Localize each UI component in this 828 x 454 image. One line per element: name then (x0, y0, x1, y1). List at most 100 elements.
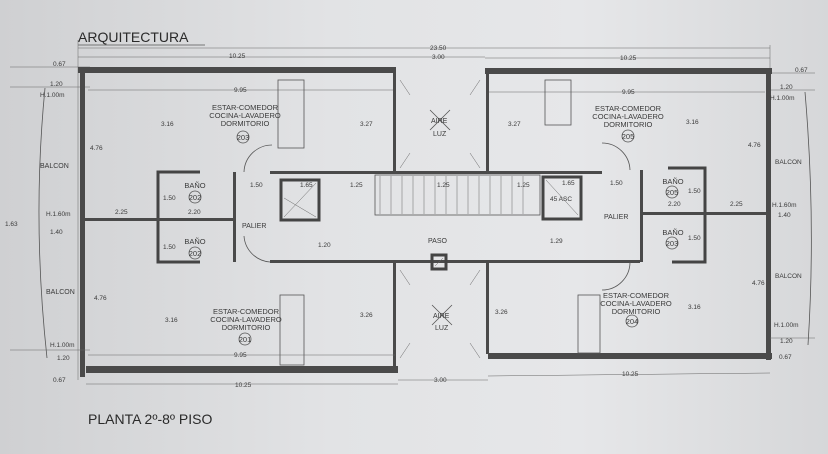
svg-text:3.26: 3.26 (360, 312, 373, 319)
svg-text:4.76: 4.76 (752, 280, 765, 287)
svg-text:COCINA-LAVADERO: COCINA-LAVADERO (600, 299, 672, 308)
svg-text:201: 201 (239, 335, 252, 344)
svg-text:205: 205 (666, 188, 679, 197)
svg-text:203: 203 (666, 239, 679, 248)
duct-shaft (430, 253, 448, 271)
svg-text:4.76: 4.76 (94, 295, 107, 302)
svg-text:H.1.00m: H.1.00m (770, 95, 795, 102)
svg-text:9.95: 9.95 (622, 89, 635, 96)
svg-text:10.25: 10.25 (620, 55, 637, 62)
svg-text:H.1.00m: H.1.00m (40, 92, 65, 99)
balcony-rail-right (804, 91, 812, 346)
svg-text:BAÑO: BAÑO (184, 181, 205, 190)
light-well-label: AIRE (433, 313, 450, 320)
svg-text:4.76: 4.76 (90, 145, 103, 152)
svg-text:0.67: 0.67 (53, 377, 66, 384)
svg-text:202: 202 (189, 193, 202, 202)
svg-text:3.26: 3.26 (495, 309, 508, 316)
svg-text:1.29: 1.29 (550, 238, 563, 245)
bathroom-202-top: BAÑO 202 (184, 181, 206, 204)
balcon-label: BALCON (46, 289, 75, 296)
bathroom-203: BAÑO 203 (662, 228, 684, 250)
svg-text:3.27: 3.27 (508, 121, 521, 128)
bathroom-205: BAÑO 205 (662, 177, 684, 199)
elevator-left (279, 178, 321, 222)
balcon-label: BALCON (775, 159, 802, 166)
elevator-right (541, 175, 583, 221)
svg-text:H.1.00m: H.1.00m (50, 342, 75, 349)
svg-text:9.95: 9.95 (234, 87, 247, 94)
svg-text:COCINA-LAVADERO: COCINA-LAVADERO (209, 111, 281, 120)
palier-label: PALIER (604, 214, 628, 221)
svg-text:COCINA-LAVADERO: COCINA-LAVADERO (592, 112, 664, 121)
svg-text:1.20: 1.20 (318, 242, 331, 249)
svg-text:1.20: 1.20 (50, 81, 63, 88)
svg-text:1.50: 1.50 (688, 235, 701, 242)
stairs (374, 174, 541, 216)
svg-text:BAÑO: BAÑO (662, 228, 683, 237)
paso-label: PASO (428, 238, 447, 245)
svg-text:DORMITORIO: DORMITORIO (604, 120, 653, 129)
unit-203: ESTAR-COMEDOR COCINA-LAVADERO DORMITORIO… (209, 103, 281, 144)
svg-text:1.50: 1.50 (250, 182, 263, 189)
svg-text:1.50: 1.50 (610, 180, 623, 187)
svg-text:2.25: 2.25 (730, 201, 743, 208)
svg-text:3.27: 3.27 (360, 121, 373, 128)
light-well-label: LUZ (433, 131, 447, 138)
doors (243, 142, 631, 291)
svg-text:1.25: 1.25 (437, 182, 450, 189)
unit-204: ESTAR-COMEDOR COCINA-LAVADERO DORMITORIO… (600, 291, 672, 328)
svg-text:ESTAR-COMEDOR: ESTAR-COMEDOR (213, 307, 280, 316)
svg-text:4.76: 4.76 (748, 142, 761, 149)
svg-text:1.25: 1.25 (350, 182, 363, 189)
balcon-label: BALCON (775, 273, 802, 280)
balcon-label: BALCON (40, 163, 69, 170)
top-dimension-lines (10, 40, 815, 380)
svg-text:DORMITORIO: DORMITORIO (222, 323, 271, 332)
svg-text:204: 204 (626, 317, 639, 326)
elevator-label: 45 ASC (550, 196, 572, 203)
bottom-dimension-lines (10, 337, 815, 385)
palier-label: PALIER (242, 223, 266, 230)
svg-text:DORMITORIO: DORMITORIO (221, 119, 270, 128)
svg-text:3.16: 3.16 (688, 304, 701, 311)
walls (78, 67, 772, 377)
svg-text:1.40: 1.40 (778, 212, 791, 219)
svg-text:2.25: 2.25 (115, 209, 128, 216)
svg-text:1.65: 1.65 (300, 182, 313, 189)
unit-205: ESTAR-COMEDOR COCINA-LAVADERO DORMITORIO… (592, 104, 664, 143)
svg-text:1.65: 1.65 (562, 180, 575, 187)
svg-text:9.95: 9.95 (234, 352, 247, 359)
svg-text:2.20: 2.20 (668, 201, 681, 208)
svg-text:3.00: 3.00 (432, 54, 445, 61)
plan-caption: PLANTA 2º-8º PISO (88, 411, 212, 427)
svg-text:DORMITORIO: DORMITORIO (612, 307, 661, 316)
svg-text:1.50: 1.50 (688, 188, 701, 195)
svg-text:ESTAR-COMEDOR: ESTAR-COMEDOR (595, 104, 662, 113)
svg-text:0.67: 0.67 (795, 67, 808, 74)
svg-text:H.1.60m: H.1.60m (772, 202, 797, 209)
bathroom-202-bottom: BAÑO 202 (184, 237, 206, 260)
svg-text:0.67: 0.67 (53, 61, 66, 68)
svg-text:23.50: 23.50 (430, 45, 447, 52)
drawing-title: ARQUITECTURA (78, 29, 189, 45)
svg-text:1.25: 1.25 (517, 182, 530, 189)
svg-text:0.67: 0.67 (779, 354, 792, 361)
svg-text:3.16: 3.16 (161, 121, 174, 128)
dimension-labels: 23.50 3.00 10.25 10.25 9.95 9.95 0.67 1.… (5, 45, 808, 389)
svg-text:ESTAR-COMEDOR: ESTAR-COMEDOR (603, 291, 670, 300)
light-well-bottom (399, 269, 481, 359)
svg-text:1.40: 1.40 (50, 229, 63, 236)
bathroom-walls (156, 166, 707, 264)
svg-text:10.25: 10.25 (235, 382, 252, 389)
svg-text:10.25: 10.25 (229, 53, 246, 60)
svg-text:3.00: 3.00 (434, 377, 447, 384)
svg-text:ESTAR-COMEDOR: ESTAR-COMEDOR (212, 103, 279, 112)
light-well-label: AIRE (431, 118, 448, 125)
svg-text:BAÑO: BAÑO (662, 177, 683, 186)
svg-text:1.20: 1.20 (57, 355, 70, 362)
svg-text:1.63: 1.63 (5, 221, 18, 228)
svg-text:1.20: 1.20 (780, 84, 793, 91)
svg-text:COCINA-LAVADERO: COCINA-LAVADERO (210, 315, 282, 324)
